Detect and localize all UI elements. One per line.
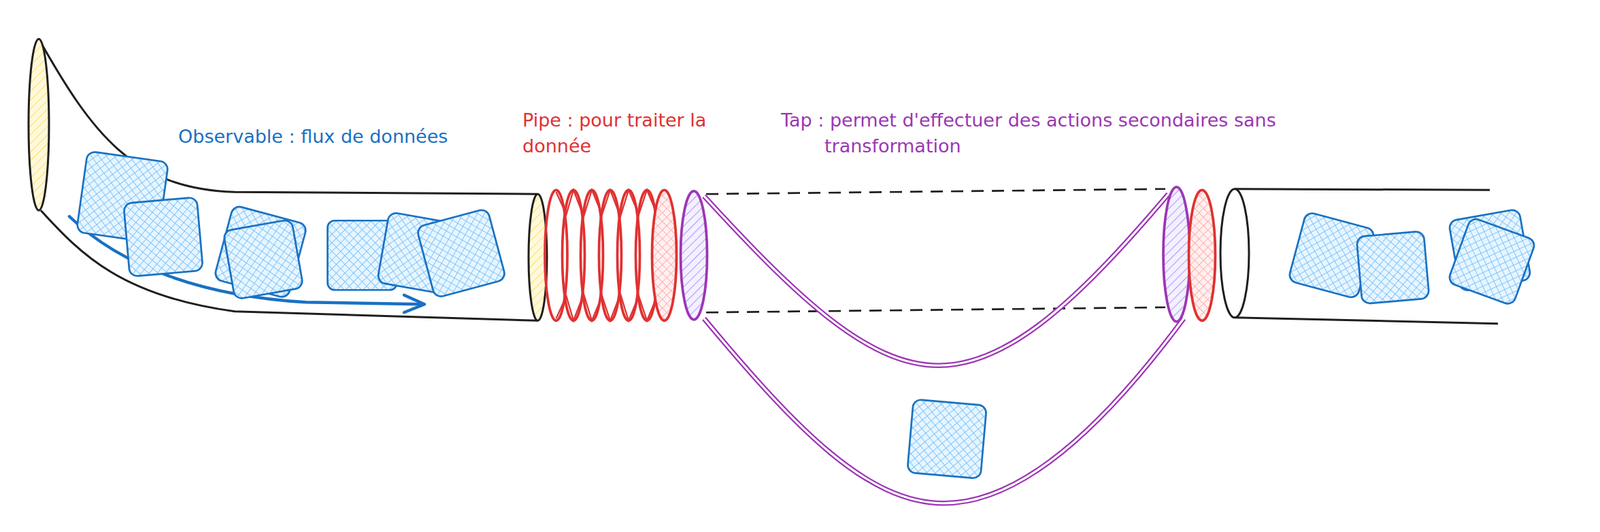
tap-tube <box>704 193 1184 504</box>
observable-tube <box>28 38 547 321</box>
pipe-rings <box>544 189 677 321</box>
annotation-label: Observable : flux de données <box>178 123 448 150</box>
output-tube <box>1220 189 1498 324</box>
tap-rings <box>680 187 1216 322</box>
annotation-label: Tap : permet d'effectuer des actions sec… <box>780 107 1315 160</box>
dashed-passage <box>706 189 1166 313</box>
annotation-label: Pipe : pour traiter la donnée <box>522 107 771 160</box>
